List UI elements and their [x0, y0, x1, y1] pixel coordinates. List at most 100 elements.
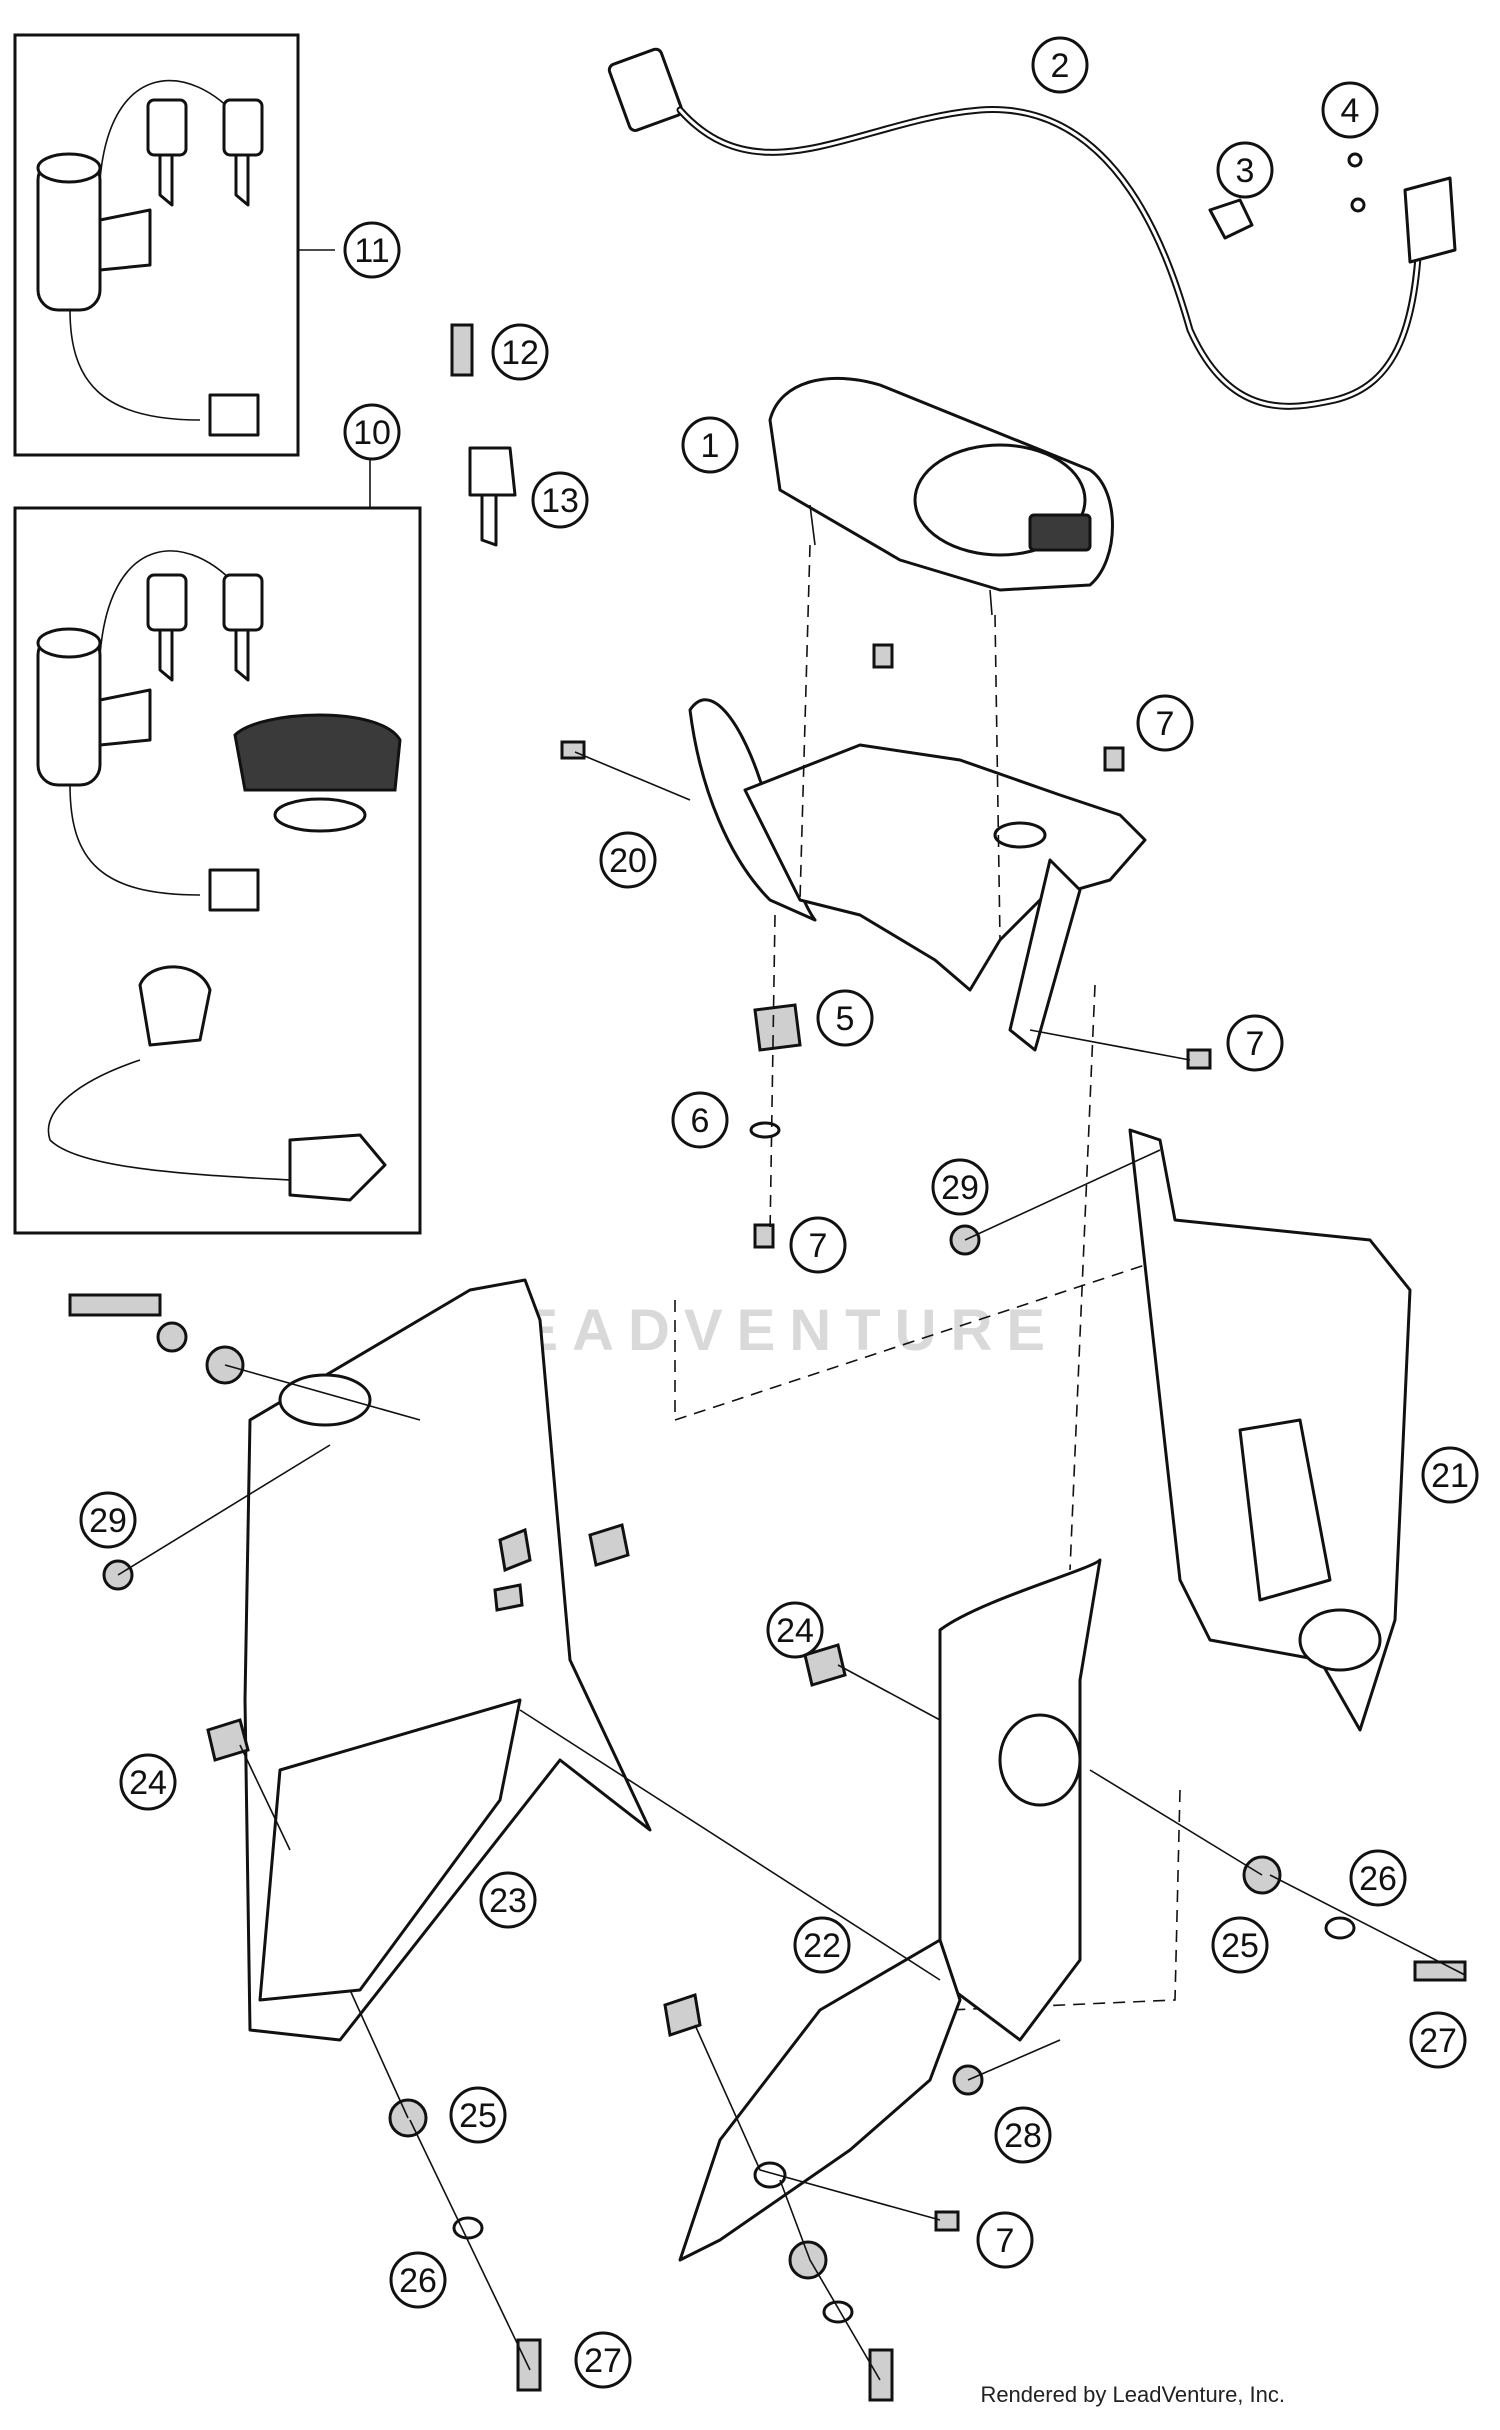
svg-text:6: 6: [691, 1102, 710, 1140]
svg-text:13: 13: [541, 482, 579, 520]
washer-26-left: [452, 2216, 484, 2240]
leader-25-left: [349, 1989, 409, 2119]
svg-text:26: 26: [1359, 1860, 1397, 1898]
grommet-25-bottom: [788, 2240, 828, 2280]
svg-text:24: 24: [776, 1612, 814, 1650]
callout-28: 28: [994, 2106, 1052, 2164]
svg-text:3: 3: [1236, 152, 1255, 190]
watermark-text: LEADVENTURE: [470, 1298, 1059, 1363]
svg-text:26: 26: [399, 2262, 437, 2300]
callout-4: 4: [1321, 81, 1379, 139]
callout-7-a: 7: [1136, 694, 1194, 752]
svg-text:25: 25: [1221, 1927, 1259, 1965]
callout-2: 2: [1031, 36, 1089, 94]
leader-27-right: [1269, 1874, 1466, 1976]
screw-7-lower: [753, 1223, 775, 1249]
kit-box-10: [13, 506, 422, 1235]
svg-text:7: 7: [996, 2222, 1015, 2260]
callout-27-b: 27: [574, 2331, 632, 2389]
svg-text:12: 12: [501, 334, 539, 372]
svg-text:20: 20: [609, 842, 647, 880]
svg-text:4: 4: [1341, 92, 1360, 130]
callout-3: 3: [1216, 141, 1274, 199]
callout-1: 1: [681, 416, 739, 474]
key-blade-13: [480, 493, 498, 547]
clip-24-left: [206, 1718, 250, 1762]
callout-27-a: 27: [1409, 2011, 1467, 2069]
speedo-cable-2: [607, 47, 1424, 410]
svg-text:29: 29: [941, 1169, 979, 1207]
sensor-4: [1347, 152, 1457, 264]
callout-25-b: 25: [449, 2086, 507, 2144]
kit-box-11: [13, 33, 300, 457]
svg-text:28: 28: [1004, 2117, 1042, 2155]
svg-text:7: 7: [809, 1227, 828, 1265]
callout-12: 12: [491, 323, 549, 381]
svg-text:23: 23: [489, 1882, 527, 1920]
callout-24-b: 24: [766, 1601, 824, 1659]
bolt-27-bottom: [868, 2348, 894, 2402]
svg-text:1: 1: [701, 427, 720, 465]
side-panel-23: [243, 1278, 652, 2042]
svg-text:10: 10: [353, 414, 391, 452]
dash-cover-21: [1069, 984, 1096, 1571]
footer-credit: Rendered by LeadVenture, Inc.: [980, 2382, 1285, 2407]
callout-20: 20: [599, 831, 657, 889]
bolt-upper-left: [68, 1293, 162, 1317]
callout-7-d: 7: [976, 2211, 1034, 2269]
leader-24-right: [837, 1664, 941, 1721]
callout-13: 13: [531, 471, 589, 529]
callout-11: 11: [343, 221, 401, 279]
screw-bracket-left: [560, 740, 586, 760]
callout-29-a: 29: [931, 1158, 989, 1216]
screw-7-top: [872, 643, 894, 669]
svg-text:7: 7: [1246, 1025, 1265, 1063]
svg-text:25: 25: [459, 2097, 497, 2135]
svg-text:7: 7: [1156, 705, 1175, 743]
svg-text:24: 24: [129, 1764, 167, 1802]
callout-23: 23: [479, 1871, 537, 1929]
svg-text:22: 22: [803, 1927, 841, 1965]
callout-10: 10: [343, 403, 401, 461]
callout-7-b: 7: [1226, 1014, 1284, 1072]
instrument-cluster-1: [768, 376, 1114, 616]
clip-24-lower: [663, 1993, 702, 2037]
screw-7-bottom: [934, 2210, 960, 2232]
callout-5: 5: [816, 989, 874, 1047]
callout-22: 22: [793, 1916, 851, 1974]
side-panel-22: [678, 1558, 1102, 2262]
callout-7-c: 7: [789, 1216, 847, 1274]
svg-text:11: 11: [354, 232, 389, 270]
clip-3: [1208, 198, 1254, 240]
callout-6: 6: [671, 1091, 729, 1149]
leader-7-bottom: [694, 2024, 941, 2221]
screw-12: [450, 323, 474, 377]
leader-27-left: [409, 2119, 531, 2371]
ignition-lock-kit-11: [36, 79, 264, 437]
svg-text:21: 21: [1431, 1457, 1469, 1495]
svg-text:5: 5: [836, 1000, 855, 1038]
leader-screw-7-mid: [1029, 1029, 1191, 1061]
leader-upper-left: [224, 1364, 421, 1421]
callout-29-b: 29: [79, 1491, 137, 1549]
leader-25-right: [1089, 1769, 1263, 1876]
callout-21: 21: [1421, 1446, 1479, 1504]
washer-6: [749, 1121, 781, 1139]
callout-26-b: 26: [389, 2251, 447, 2309]
leader-29-mid: [964, 1149, 1161, 1241]
grommet-5: [753, 1003, 802, 1052]
svg-text:29: 29: [89, 1502, 127, 1540]
key-blank-13: [468, 446, 517, 497]
leader-29-left: [117, 1444, 331, 1576]
leader-bracket-screw: [574, 751, 691, 801]
screw-7-mid: [1186, 1048, 1212, 1070]
clip-24-right: [803, 1643, 847, 1687]
dash-top-screw: [994, 614, 1001, 941]
leader-24-left: [239, 1744, 291, 1851]
leader-27-bottom: [779, 2179, 881, 2381]
callout-26-a: 26: [1349, 1849, 1407, 1907]
instrument-bracket-20: [688, 698, 1147, 1052]
washer-26-bottom: [822, 2300, 854, 2324]
bolt-27-left: [516, 2338, 542, 2392]
clip-24-upper: [588, 1523, 630, 1567]
